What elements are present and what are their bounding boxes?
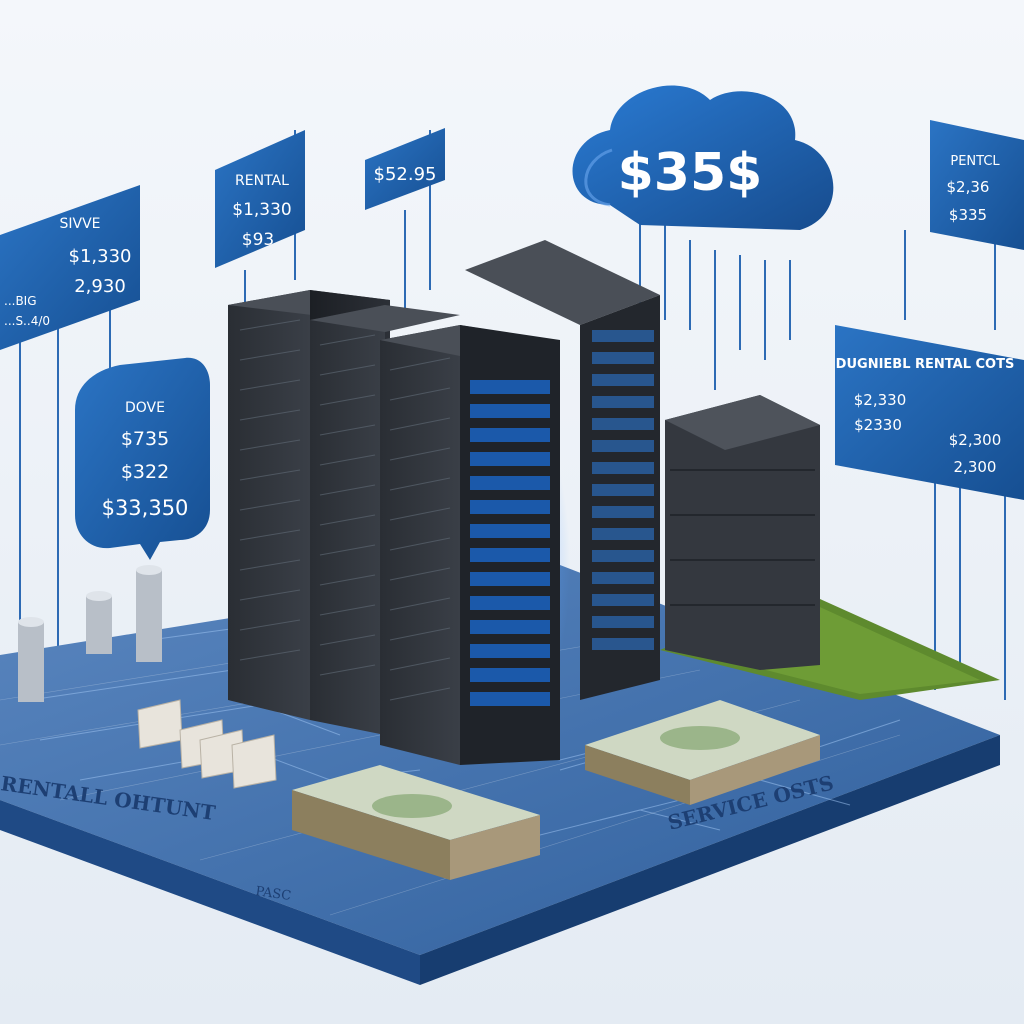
far-left-panel — [0, 185, 140, 350]
small-price-panel — [365, 128, 445, 210]
bubble-panel — [75, 357, 210, 560]
bubble-line2: $322 — [121, 461, 169, 483]
far-left-title: SIVVE — [59, 216, 100, 232]
bubble-line3: $33,350 — [102, 496, 189, 520]
cloud-price: $35$ — [618, 143, 763, 203]
small-price: $52.95 — [374, 164, 437, 185]
money-stacks — [292, 700, 820, 880]
cloud-price-panel — [572, 85, 834, 230]
right-top-line1: $2,36 — [947, 178, 990, 196]
rental-title: RENTAL — [235, 173, 289, 189]
far-left-side1: ...BIG — [4, 294, 37, 308]
rental-panel — [215, 130, 305, 268]
far-left-line2: 2,930 — [74, 276, 126, 297]
board-label-small: PASC — [254, 884, 292, 904]
right-mid-panel — [835, 325, 1024, 500]
bubble-line1: $735 — [121, 428, 169, 450]
rental-line1: $1,330 — [232, 200, 291, 220]
right-mid-line1: $2,330 — [854, 391, 907, 409]
bubble-title: DOVE — [125, 400, 165, 416]
far-left-line1: $1,330 — [69, 246, 132, 267]
right-mid-line3: $2330 — [854, 416, 902, 434]
paper-blocks — [137, 699, 277, 789]
right-mid-line4: 2,300 — [954, 458, 997, 476]
rental-line2: $93 — [242, 230, 274, 250]
right-mid-title: DUGNIEBL RENTAL COTS — [836, 357, 1015, 372]
hanging-wires — [19, 130, 1006, 700]
right-top-title: PENTCL — [950, 154, 1000, 169]
right-mid-line2: $2,300 — [949, 431, 1002, 449]
far-left-side2: ...S..4/0 — [4, 314, 50, 328]
coin-stacks — [18, 565, 162, 702]
right-top-panel — [930, 120, 1024, 250]
right-top-line2: $335 — [949, 206, 987, 224]
rack-slots — [239, 319, 815, 706]
